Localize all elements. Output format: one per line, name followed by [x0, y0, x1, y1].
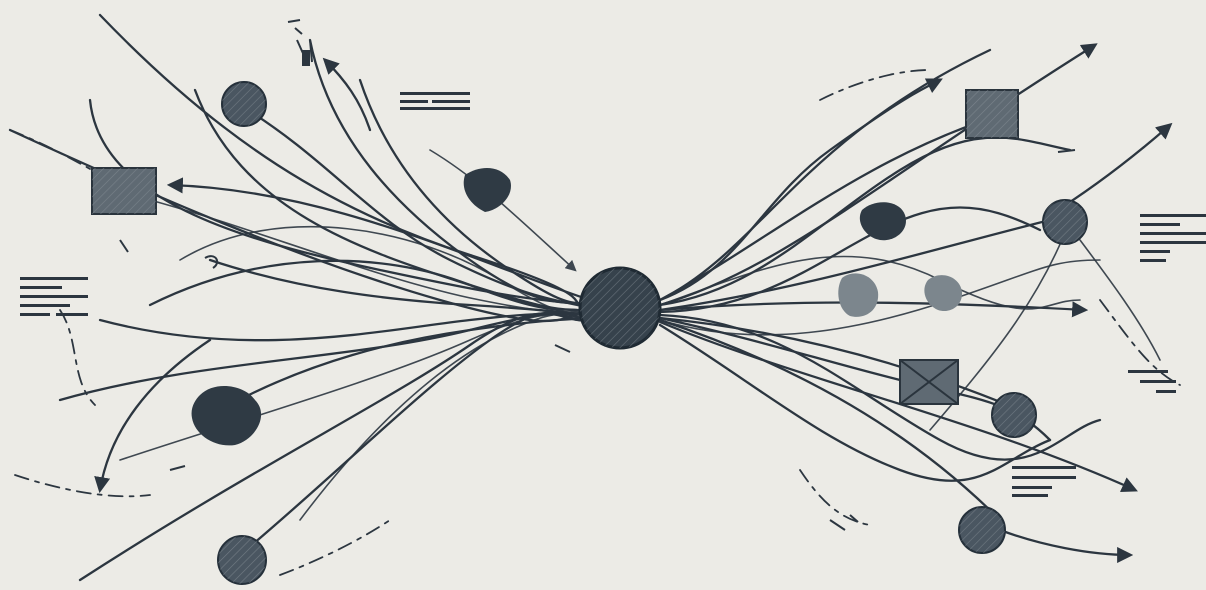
text-block-right-lower — [1012, 466, 1076, 497]
right-node-circle-lower — [992, 393, 1036, 437]
left-node-square — [92, 168, 156, 214]
left-scribble-top — [288, 20, 312, 66]
text-block-right — [1140, 214, 1206, 262]
left-node-circle-top — [222, 82, 266, 126]
right-strands — [660, 45, 1180, 555]
text-block-top-center — [400, 92, 470, 110]
text-block-left — [20, 277, 88, 316]
central-hub — [580, 268, 660, 348]
right-node-blob-2 — [838, 273, 878, 316]
right-node-blob — [860, 202, 906, 240]
right-node-circle-bottom — [959, 507, 1005, 553]
right-node-square-top — [966, 90, 1018, 138]
right-node-envelope — [900, 360, 958, 404]
right-nodes — [830, 90, 1087, 553]
right-node-circle-mid — [1043, 200, 1087, 244]
left-node-circle-bottom — [218, 536, 266, 584]
left-strands — [10, 15, 590, 580]
text-block-right-edge — [1128, 370, 1176, 393]
